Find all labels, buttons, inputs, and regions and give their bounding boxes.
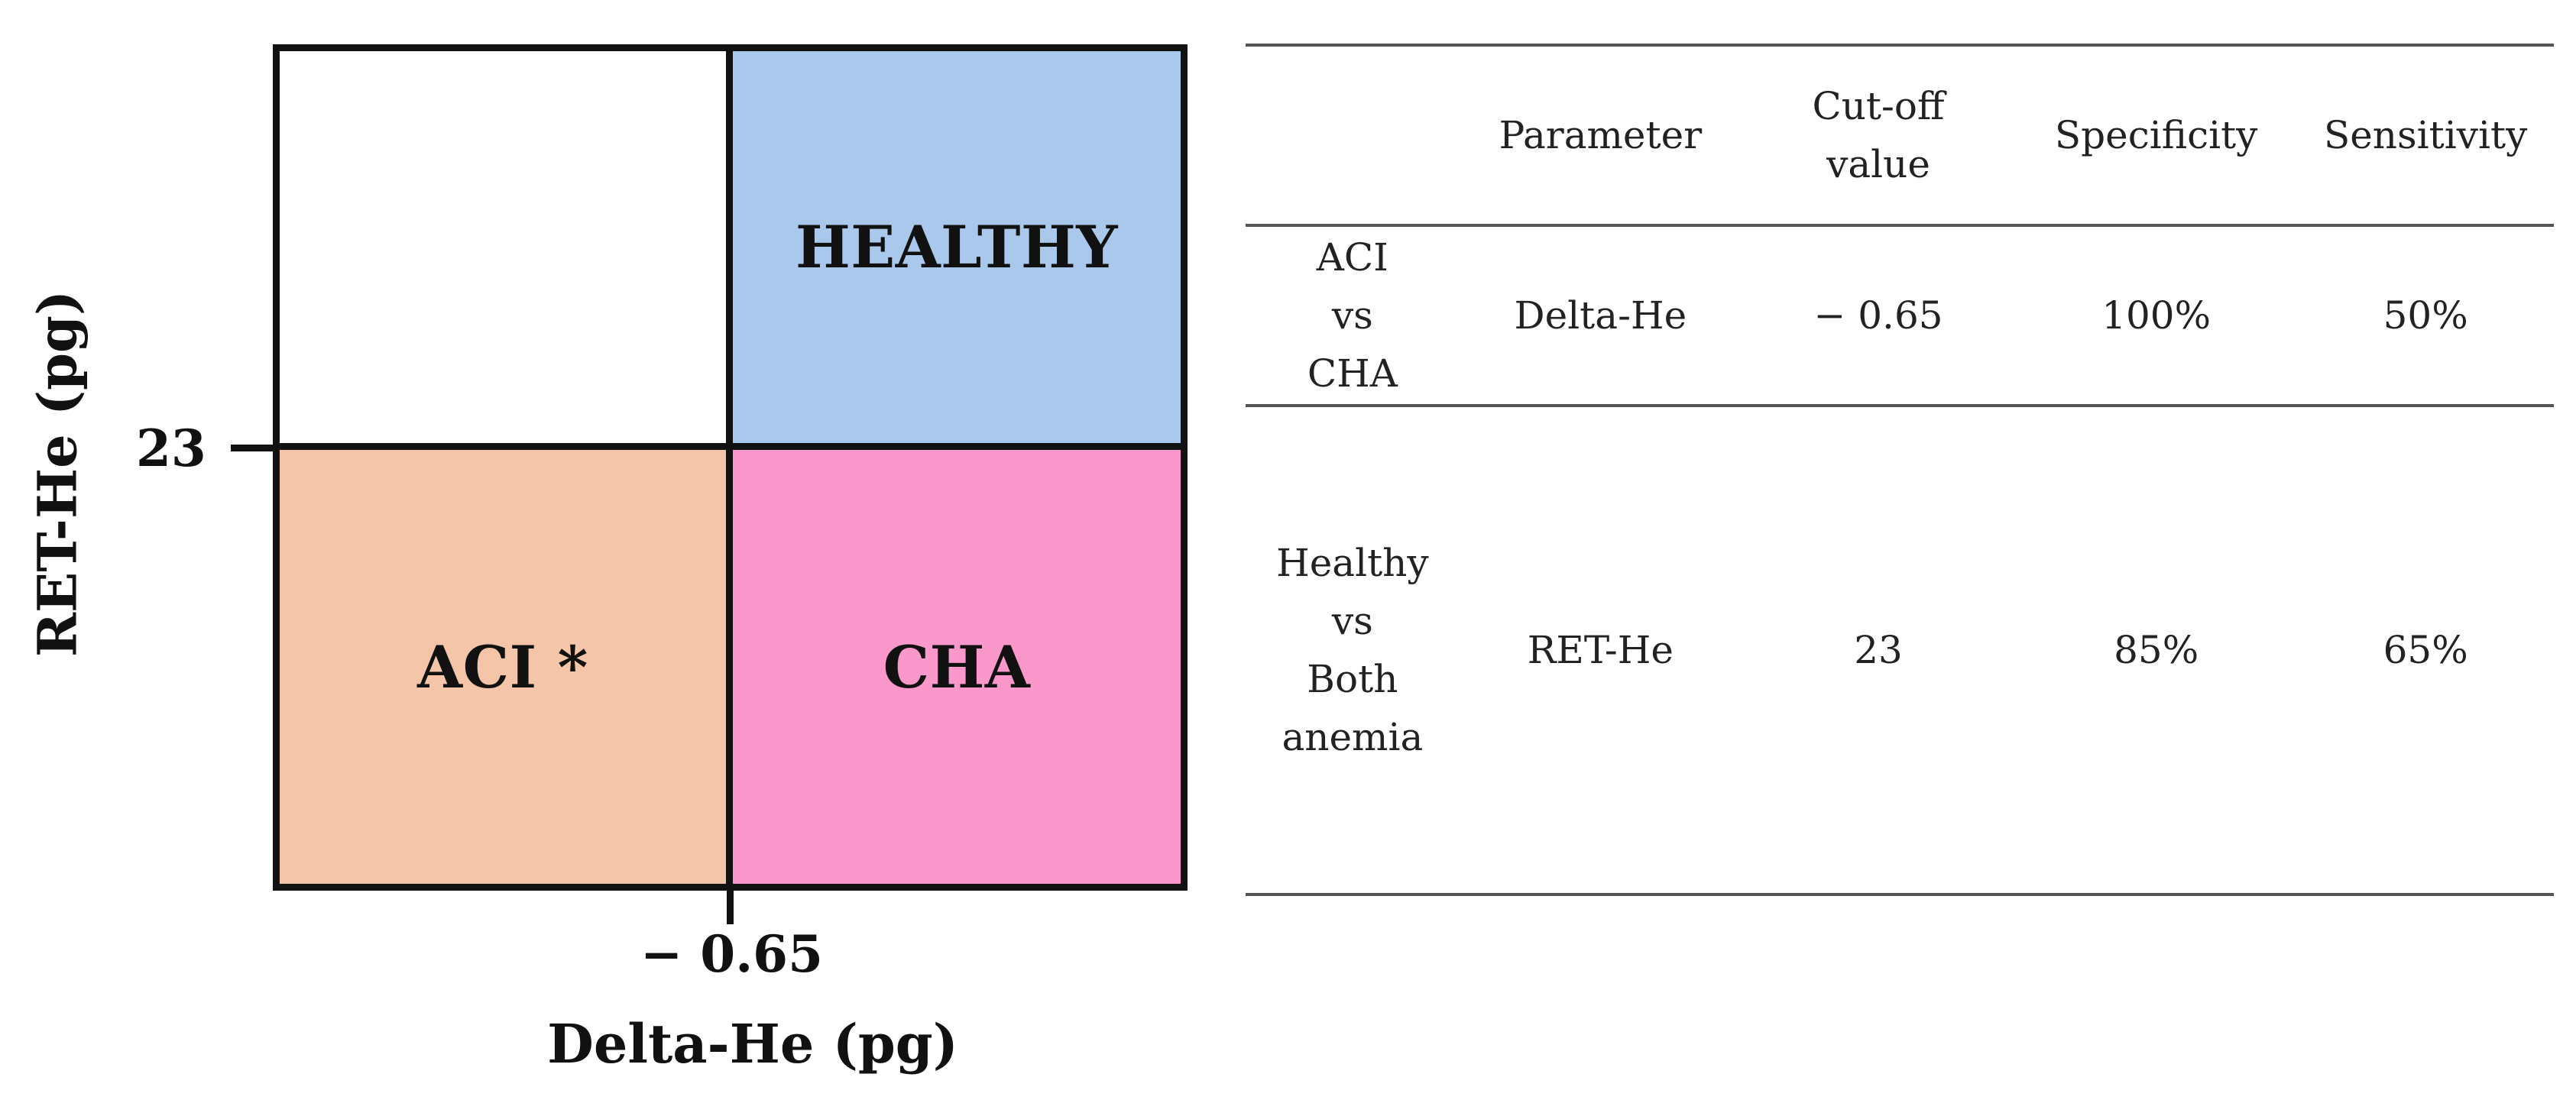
header-cutoff-line2: value [1826,142,1930,186]
row-parameter: RET-He [1459,406,1742,896]
cutoff-table: Parameter Cut-off value Specificity Sens… [1246,44,2554,896]
x-axis-label: Delta-He (pg) [547,1012,958,1076]
table-row: ACI vs CHA Delta-He − 0.65 100% 50% [1246,225,2554,407]
quadrant-aci: ACI * [280,450,733,884]
row-sensitivity: 65% [2297,406,2554,896]
y-axis-label: RET-He (pg) [25,290,89,658]
row-cutoff: − 0.65 [1741,225,2016,407]
header-group [1246,44,1460,227]
row-cutoff: 23 [1741,406,2016,896]
table-header-row: Parameter Cut-off value Specificity Sens… [1246,44,2554,227]
table-row: Healthy vs Both anemia RET-He 23 85% 65% [1246,406,2554,896]
quadrant-top-left [280,51,733,450]
row-parameter: Delta-He [1459,225,1742,407]
quadrant-healthy: HEALTHY [733,51,1181,450]
y-threshold-tick [231,445,277,451]
x-threshold-tick [727,886,734,924]
group-line: ACI [1316,235,1388,280]
y-threshold-label: 23 [136,419,206,478]
quadrant-cha: CHA [733,450,1181,884]
x-threshold-label: − 0.65 [640,924,824,984]
row-group: ACI vs CHA [1246,225,1460,407]
group-line: vs [1331,293,1373,338]
group-line: vs [1331,599,1373,643]
row-specificity: 100% [2015,225,2298,407]
header-cutoff: Cut-off value [1741,44,2016,227]
group-line: CHA [1307,351,1398,396]
quadrant-diagram: HEALTHY ACI * CHA [273,44,1188,891]
row-sensitivity: 50% [2297,225,2554,407]
header-specificity: Specificity [2015,44,2298,227]
header-parameter: Parameter [1459,44,1742,227]
row-group: Healthy vs Both anemia [1246,406,1460,896]
header-sensitivity: Sensitivity [2297,44,2554,227]
row-specificity: 85% [2015,406,2298,896]
group-line: Both anemia [1282,657,1424,759]
header-cutoff-line1: Cut-off [1812,84,1945,128]
group-line: Healthy [1276,541,1429,585]
